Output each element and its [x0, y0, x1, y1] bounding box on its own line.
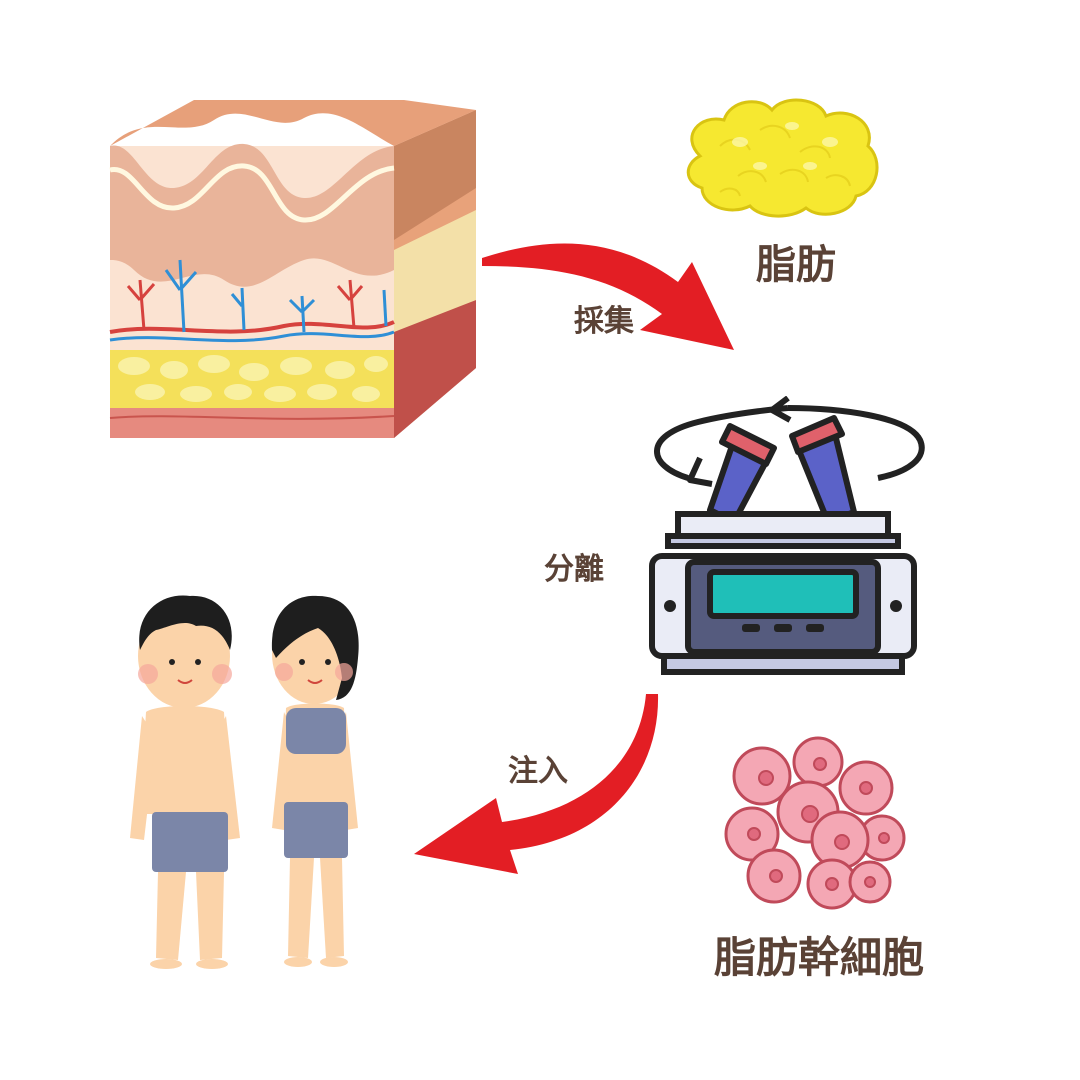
woman-figure	[271, 595, 359, 967]
collect-label: 採集	[574, 304, 634, 339]
centrifuge-icon	[649, 396, 925, 675]
inject-arrow	[414, 694, 659, 874]
fat-cluster-icon	[686, 98, 879, 218]
stem-cell-cluster-icon	[724, 736, 906, 910]
fat-label: 脂肪	[756, 241, 836, 288]
man-and-woman-icon	[130, 595, 359, 969]
separate-label: 分離	[544, 552, 604, 587]
inject-label: 注入	[508, 754, 568, 789]
skin-cross-section-icon	[109, 100, 476, 438]
stem-cells-label: 脂肪幹細胞	[714, 933, 925, 982]
man-figure	[130, 595, 240, 969]
collect-arrow	[482, 243, 734, 350]
